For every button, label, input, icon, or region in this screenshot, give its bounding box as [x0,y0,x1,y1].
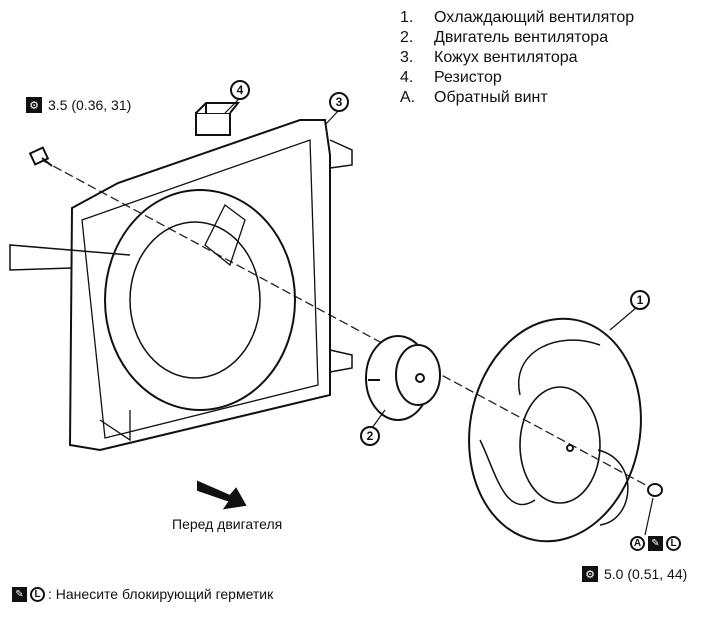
sealant-letter-icon: L [666,536,681,551]
nut-symbols: A ✎ L [630,536,684,551]
legend-key: 4. [400,69,414,86]
footnote: ✎ L : Нанесите блокирующий герметик [12,586,273,602]
footnote-text: : Нанесите блокирующий герметик [48,586,274,602]
torque-spec-top: ⚙ 3.5 (0.36, 31) [26,97,131,113]
sealant-icon: ✎ [648,536,663,551]
legend-item: A. Обратный винт [400,88,634,108]
shroud-screw [28,146,53,167]
front-arrow-icon [197,480,247,510]
torque-wrench-icon: ⚙ [26,97,42,113]
fan-shroud [9,119,353,452]
legend-key: A. [400,89,416,106]
legend-text: Обратный винт [434,89,548,106]
front-label: Перед двигателя [172,516,283,532]
fan-motor [365,335,441,421]
torque-spec-bottom: ⚙ 5.0 (0.51, 44) [582,566,687,582]
cooling-fan [468,317,642,543]
legend-key: 3. [400,49,414,66]
callout-resistor: 4 [230,80,250,100]
legend-text: Двигатель вентилятора [434,29,609,46]
assembly-axis-line [41,159,656,491]
fan-nut [647,483,663,497]
resistor [195,102,241,136]
legend-text: Охлаждающий вентилятор [434,9,635,26]
callout-screw: A [630,536,645,551]
torque-value-bottom: 5.0 (0.51, 44) [604,566,688,582]
leader-lines [224,97,654,536]
legend-text: Кожух вентилятора [434,49,578,66]
parts-legend: 1. Охлаждающий вентилятор 2. Двигатель в… [400,8,634,108]
legend-item: 4. Резистор [400,68,634,88]
callout-motor: 2 [360,426,380,446]
legend-key: 2. [400,29,414,46]
callout-shroud: 3 [329,92,349,112]
legend-item: 1. Охлаждающий вентилятор [400,8,634,28]
legend-item: 2. Двигатель вентилятора [400,28,634,48]
legend-text: Резистор [434,69,502,86]
torque-wrench-icon: ⚙ [582,566,598,582]
legend-key: 1. [400,9,414,26]
callout-fan: 1 [630,290,650,310]
legend-item: 3. Кожух вентилятора [400,48,634,68]
torque-value-top: 3.5 (0.36, 31) [48,97,132,113]
sealant-letter-icon: L [30,586,45,602]
sealant-icon: ✎ [12,586,27,602]
